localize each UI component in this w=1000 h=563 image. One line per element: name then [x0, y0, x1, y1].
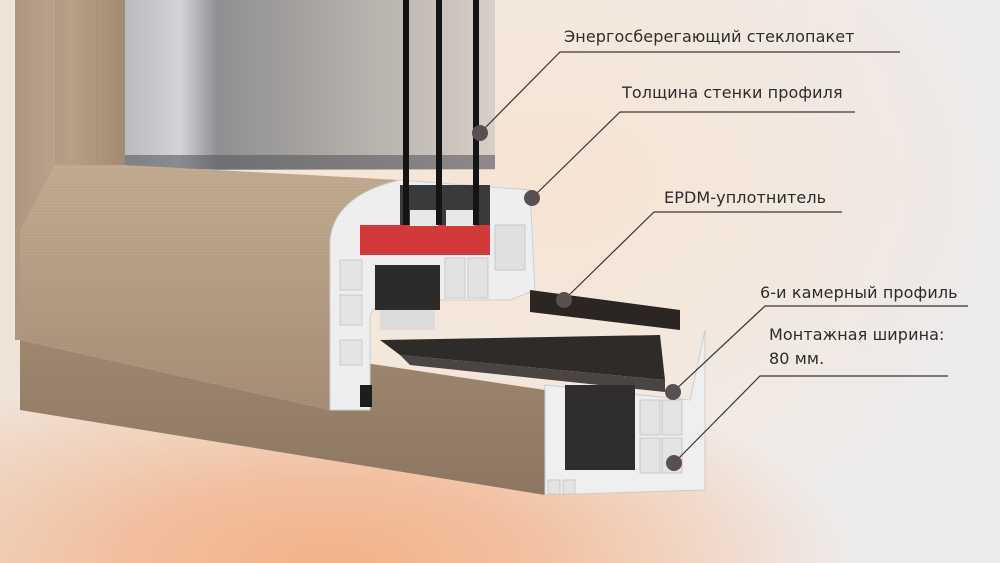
callout-mounting-width [666, 375, 948, 471]
label-epdm: EPDM-уплотнитель [664, 188, 827, 207]
glass-pane [125, 0, 495, 170]
label-wall-thickness: Толщина стенки профиля [622, 83, 843, 102]
callout-dot-icon [665, 384, 681, 400]
callout-chambers [665, 305, 968, 400]
frame-pvc-profile [544, 329, 706, 496]
callout-dot-icon [524, 190, 540, 206]
label-mounting-width-line1: Монтажная ширина: [769, 325, 945, 344]
callout-dot-icon [556, 292, 572, 308]
wood-sash-sill [20, 165, 400, 410]
glazing-unit [360, 0, 490, 255]
wood-frame-sill [20, 340, 545, 495]
label-mounting-width-line2: 80 мм. [769, 349, 825, 368]
label-glazing: Энергосберегающий стеклопакет [564, 27, 855, 46]
label-chambers: 6-и камерный профиль [760, 283, 958, 302]
callout-epdm [556, 211, 842, 308]
callout-dot-icon [666, 455, 682, 471]
callout-glazing [472, 51, 900, 141]
callout-wall-thickness [524, 111, 855, 206]
callout-dot-icon [472, 125, 488, 141]
